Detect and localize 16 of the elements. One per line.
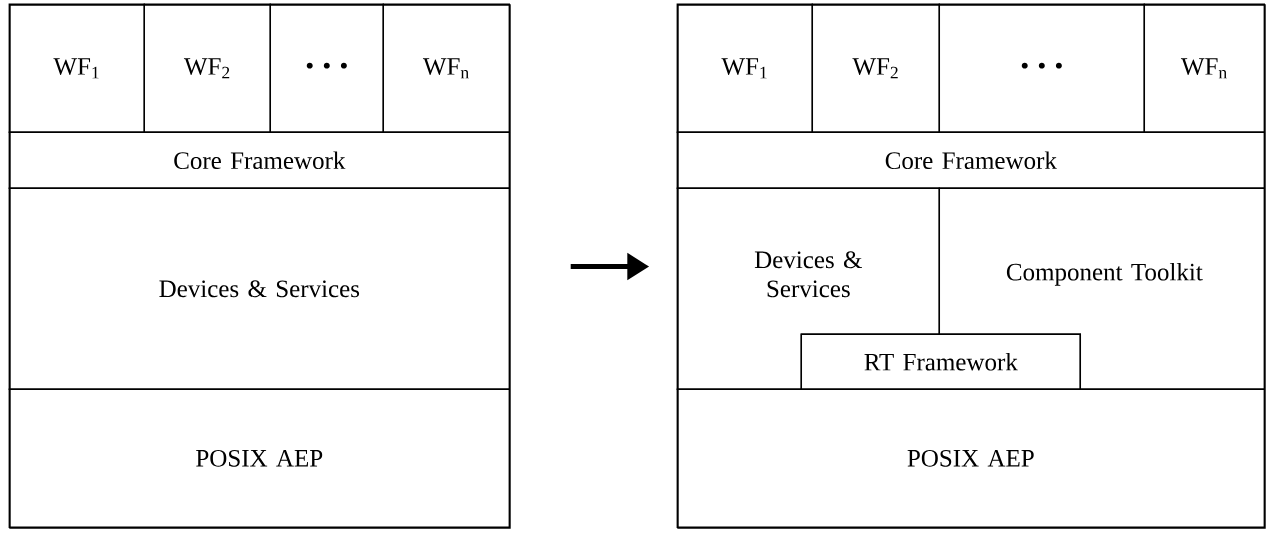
framework-label-box: WF$_{1}$ [676, 3, 813, 133]
framework-label-box: Devices & Services [8, 187, 510, 390]
framework-label-box: WF$_{1}$ [8, 3, 145, 133]
framework-label-box: WF$_{2}$ [143, 3, 271, 133]
framework-label-box: POSIX AEP [8, 388, 510, 528]
framework-label-box: • • • [938, 3, 1145, 133]
framework-label-box: WF$_{n}$ [1143, 3, 1265, 133]
framework-label-box: • • • [269, 3, 384, 133]
framework-label-box: POSIX AEP [676, 388, 1265, 528]
framework-label-box: RT Framework [800, 333, 1081, 390]
framework-label-box: WF$_{2}$ [811, 3, 940, 133]
framework-label-box: WF$_{n}$ [382, 3, 510, 133]
framework-label-box: Core Framework [8, 131, 510, 189]
stack-box [9, 4, 511, 529]
framework-label-box: Core Framework [676, 131, 1265, 189]
stack-box [677, 4, 1266, 529]
